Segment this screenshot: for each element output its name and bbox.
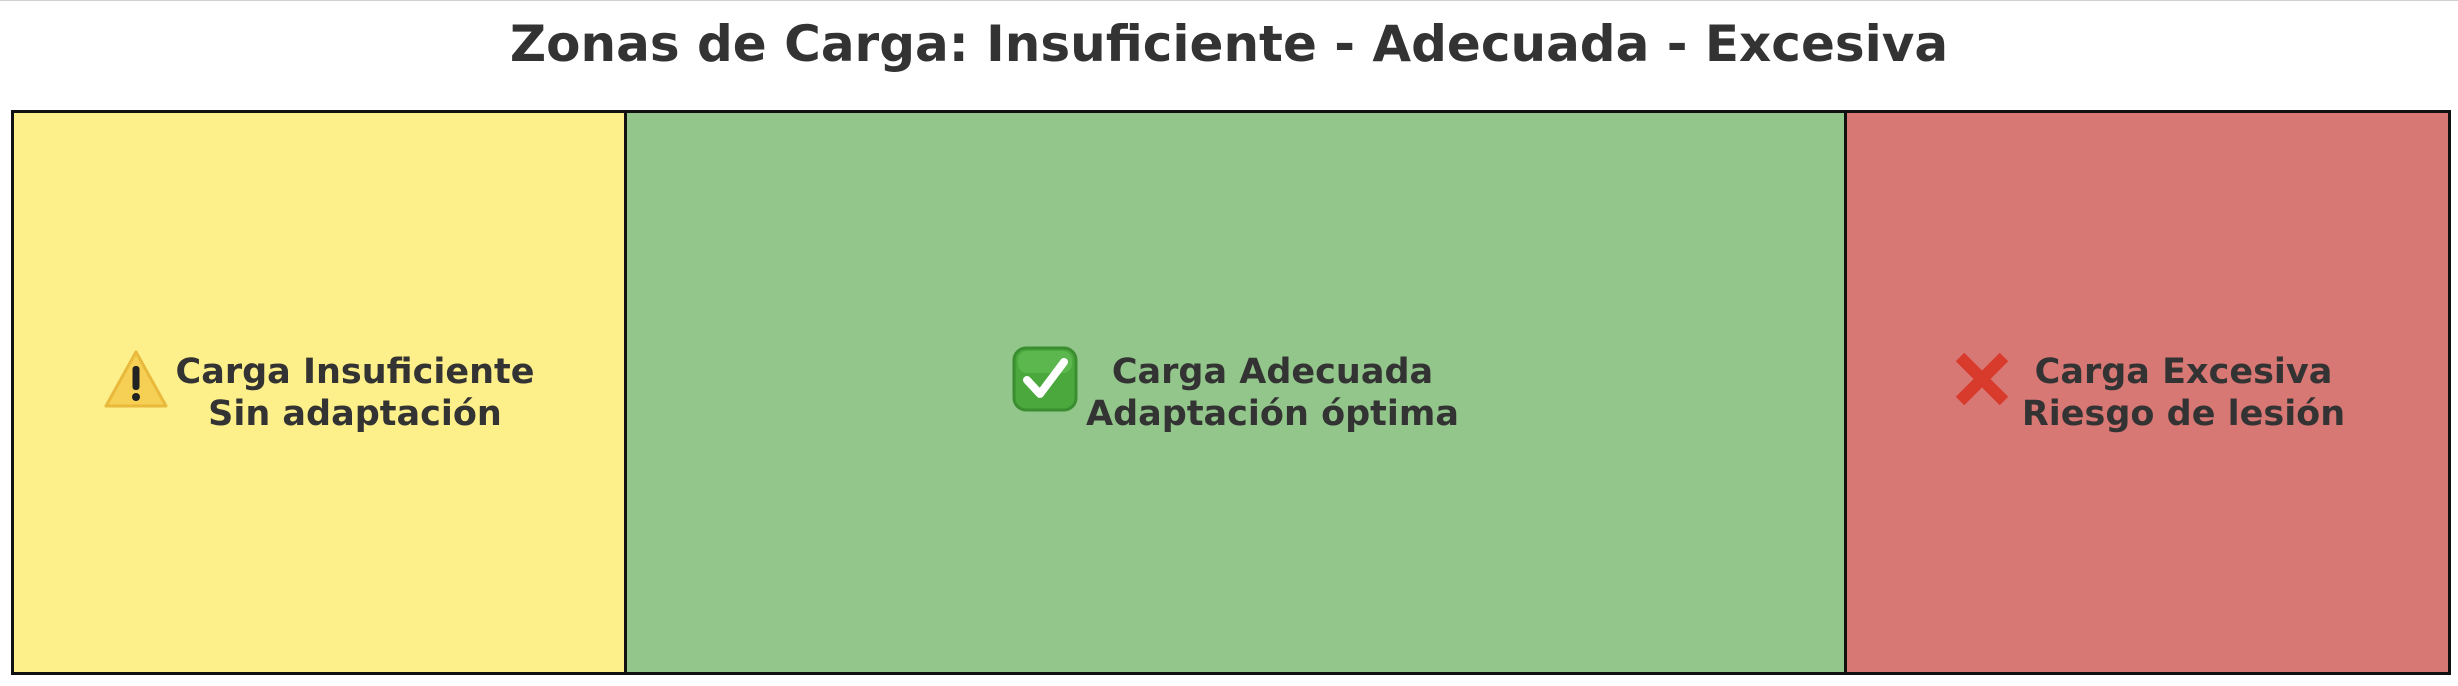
zone-excessive-label-group: Carga Excesiva Riesgo de lesión [1950, 351, 2345, 435]
zone-insufficient-title: Carga Insuficiente [175, 351, 535, 392]
zone-adequate-subtitle: Adaptación óptima [1086, 393, 1459, 434]
top-border-line [0, 0, 2458, 1]
zone-adequate-title: Carga Adecuada [1111, 351, 1434, 392]
cross-mark-icon [1950, 347, 2014, 421]
zone-insufficient-label-group: Carga Insuficiente Sin adaptación [104, 350, 535, 435]
zone-excessive-subtitle: Riesgo de lesión [2021, 393, 2346, 434]
zone-adequate: Carga Adecuada Adaptación óptima [624, 113, 1844, 672]
zone-excessive-text: Carga Excesiva Riesgo de lesión [2022, 351, 2345, 435]
zone-insufficient-text: Carga Insuficiente Sin adaptación [176, 351, 535, 435]
diagram-title: Zonas de Carga: Insuficiente - Adecuada … [509, 15, 1949, 73]
check-mark-button-icon [1012, 346, 1078, 422]
warning-icon [104, 350, 168, 418]
zone-insufficient-subtitle: Sin adaptación [208, 393, 502, 434]
zone-excessive: Carga Excesiva Riesgo de lesión [1844, 113, 2448, 672]
zone-adequate-label-group: Carga Adecuada Adaptación óptima [1012, 346, 1459, 435]
zone-adequate-text: Carga Adecuada Adaptación óptima [1086, 351, 1459, 435]
zone-excessive-title: Carga Excesiva [2034, 351, 2333, 392]
zone-insufficient: Carga Insuficiente Sin adaptación [14, 113, 624, 672]
load-zones-bar: Carga Insuficiente Sin adaptación Carga … [11, 110, 2451, 675]
